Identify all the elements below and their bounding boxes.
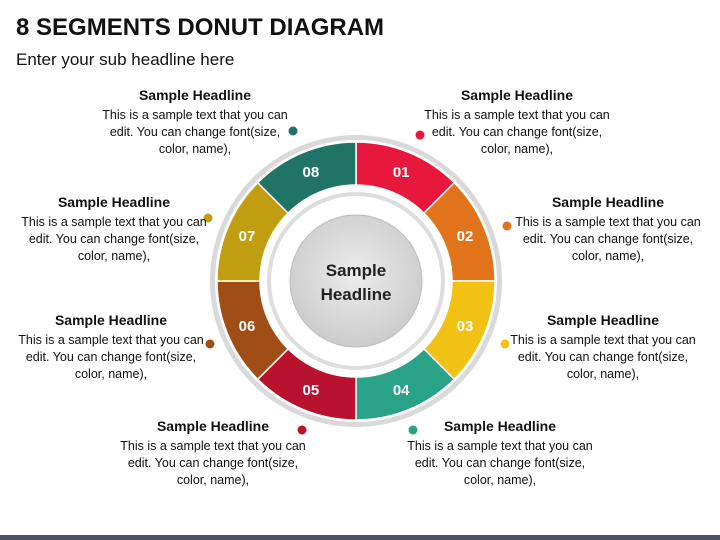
block-headline: Sample Headline [443,418,557,434]
block-body: This is a sample text that you can edit.… [515,215,701,263]
block-body: This is a sample text that you can edit.… [424,108,610,156]
connector-dot-03 [500,339,510,349]
segment-label-03: 03 [457,318,474,335]
segment-label-06: 06 [239,318,256,335]
block-headline: Sample Headline [156,418,270,434]
center-label-line2: Headline [321,285,392,304]
connector-dot-05 [297,425,307,435]
text-block-08: Sample Headline This is a sample text th… [95,86,295,158]
page-title: 8 SEGMENTS DONUT DIAGRAM [16,14,385,41]
connector-dot-02 [502,221,512,231]
page-subtitle: Enter your sub headline here [16,50,235,69]
block-body: This is a sample text that you can edit.… [510,333,696,381]
text-block-04: Sample Headline This is a sample text th… [400,417,600,489]
text-block-02: Sample Headline This is a sample text th… [508,193,708,265]
connector-dot-08 [288,126,298,136]
text-block-06: Sample Headline This is a sample text th… [11,311,211,383]
block-body: This is a sample text that you can edit.… [21,215,207,263]
text-block-07: Sample Headline This is a sample text th… [14,193,214,265]
block-headline: Sample Headline [138,87,252,103]
connector-dot-04 [408,425,418,435]
text-block-03: Sample Headline This is a sample text th… [503,311,703,383]
block-headline: Sample Headline [551,194,665,210]
segment-label-08: 08 [302,164,319,181]
block-body: This is a sample text that you can edit.… [18,333,204,381]
text-block-01: Sample Headline This is a sample text th… [417,86,617,158]
connector-dot-06 [205,339,215,349]
segment-label-02: 02 [457,228,474,245]
block-headline: Sample Headline [54,312,168,328]
block-headline: Sample Headline [546,312,660,328]
segment-label-05: 05 [302,382,319,399]
text-block-05: Sample Headline This is a sample text th… [113,417,313,489]
segment-label-04: 04 [393,382,410,399]
segment-label-07: 07 [239,228,256,245]
connector-dot-07 [203,213,213,223]
block-body: This is a sample text that you can edit.… [120,439,306,487]
block-headline: Sample Headline [57,194,171,210]
center-label-line1: Sample [326,261,386,280]
segment-label-01: 01 [393,164,410,181]
connector-dot-01 [415,130,425,140]
center-circle [289,214,423,348]
block-body: This is a sample text that you can edit.… [102,108,288,156]
bottom-bar [0,535,720,540]
block-body: This is a sample text that you can edit.… [407,439,593,487]
block-headline: Sample Headline [460,87,574,103]
